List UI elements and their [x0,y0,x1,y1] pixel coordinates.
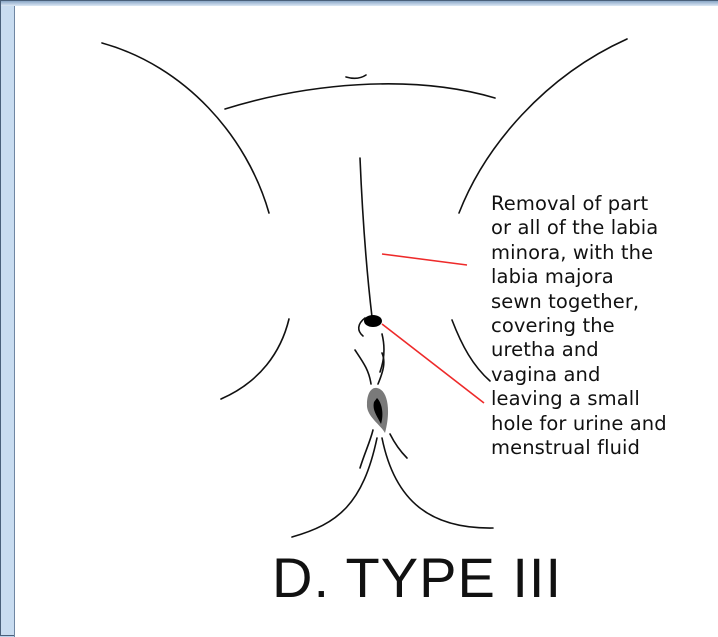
abdomen-contour [224,83,496,110]
pointer-line-upper [381,253,468,266]
right-inner-thigh-contour [451,319,491,382]
left-outer-contour [101,42,270,214]
anal-opening-inner [373,398,383,424]
left-fold-upper [357,317,366,337]
left-inner-thigh-contour [220,318,290,400]
pointer-line-lower [381,323,485,404]
navel-mark [345,74,367,80]
type-label: D. TYPE III [272,546,563,609]
left-buttock-contour [291,437,378,538]
left-perineal-fold [359,429,374,469]
right-fold-upper [379,333,385,373]
urine-hole-marker [364,315,382,327]
right-fold-lower [377,352,385,385]
right-outer-contour [458,38,628,214]
window-top-edge [1,1,718,6]
right-perineal-fold [389,433,408,459]
left-fold-lower [354,349,372,385]
right-buttock-contour [381,437,494,529]
diagram-canvas: Removal of part or all of the labia mino… [14,6,718,637]
anatomy-illustration [101,38,628,538]
sewn-seam-line [359,157,373,318]
callout-description: Removal of part or all of the labia mino… [491,192,667,460]
